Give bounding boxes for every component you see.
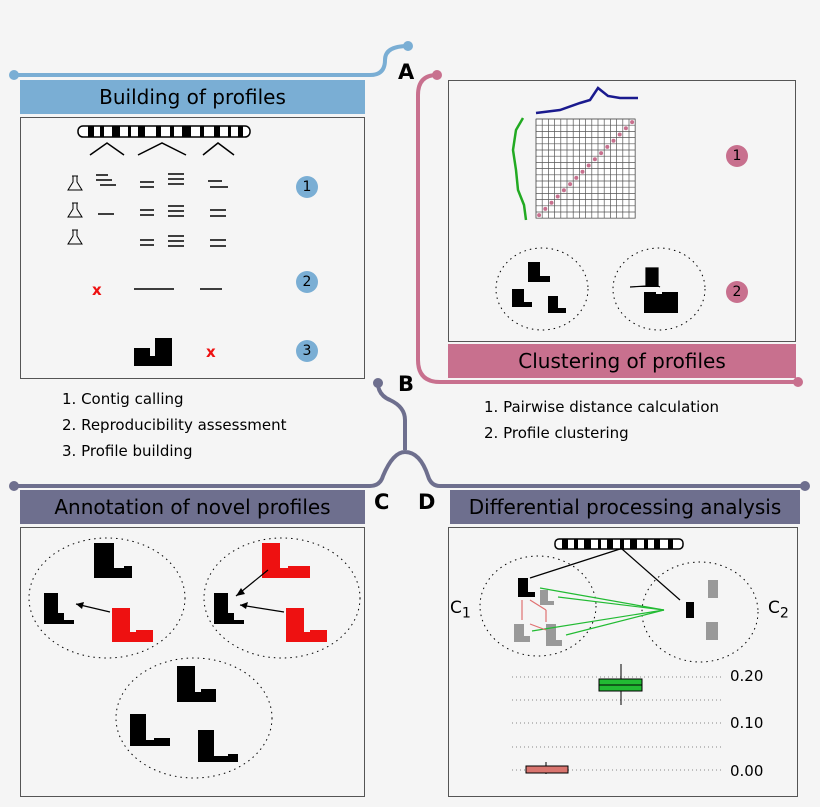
cluster-c1-letter: C — [450, 598, 462, 618]
panel-a-title: Building of profiles — [99, 85, 286, 109]
panel-b-title: Clustering of profiles — [518, 349, 726, 373]
panel-a-step-3: 3. Profile building — [62, 442, 193, 460]
cluster-c2-index: 2 — [779, 605, 789, 622]
panel-a-box — [20, 117, 365, 379]
panel-d-box — [448, 527, 798, 797]
panel-b-header: Clustering of profiles — [448, 344, 796, 378]
panel-c-title: Annotation of novel profiles — [54, 495, 331, 519]
cluster-c1-index: 1 — [461, 605, 471, 622]
cluster-c2-letter: C — [768, 598, 780, 618]
panel-a-badge-1: 1 — [296, 176, 318, 198]
panel-a-step-2: 2. Reproducibility assessment — [62, 416, 287, 434]
panel-b-steps: 1. Pairwise distance calculation 2. Prof… — [484, 394, 719, 446]
y-tick-000: 0.00 — [730, 762, 764, 780]
panel-d-title: Differential processing analysis — [468, 495, 782, 519]
cluster-label-c2: C2 — [768, 598, 789, 621]
panel-a-steps: 1. Contig calling 2. Reproducibility ass… — [62, 386, 287, 464]
panel-letter-b: B — [398, 372, 415, 396]
svg-text:x: x — [206, 343, 216, 361]
panel-b-step-2: 2. Profile clustering — [484, 424, 629, 442]
panel-letter-a: A — [398, 60, 415, 84]
panel-letter-c: C — [374, 490, 390, 514]
panel-a-badge-3: 3 — [296, 340, 318, 362]
panel-d-header: Differential processing analysis — [450, 490, 800, 524]
y-tick-010: 0.10 — [730, 714, 764, 732]
panel-letter-d: D — [418, 490, 436, 514]
cluster-label-c1: C1 — [450, 598, 471, 621]
panel-c-header: Annotation of novel profiles — [20, 490, 365, 524]
svg-text:x: x — [92, 281, 102, 299]
panel-b-badge-2: 2 — [726, 281, 748, 303]
panel-b-badge-1: 1 — [726, 145, 748, 167]
panel-a-badge-2: 2 — [296, 271, 318, 293]
panel-a-step-1: 1. Contig calling — [62, 390, 184, 408]
y-tick-020: 0.20 — [730, 667, 764, 685]
panel-b-step-1: 1. Pairwise distance calculation — [484, 398, 720, 416]
panel-a-header: Building of profiles — [20, 80, 365, 114]
